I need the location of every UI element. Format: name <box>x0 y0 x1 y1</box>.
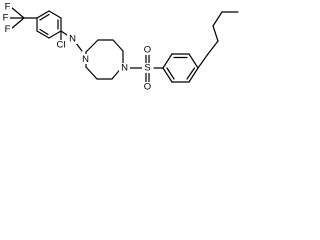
pyridine-nitrogen-label: N <box>69 34 76 45</box>
atom-labels: F F F N Cl N N S O O <box>1 2 153 93</box>
diazepane-nitrogen-label: N <box>82 54 89 65</box>
sulfonamide-nitrogen-label: N <box>121 63 128 74</box>
trifluoromethyl-group <box>9 6 38 30</box>
benzene-ring <box>162 53 199 83</box>
chlorine-label: Cl <box>57 40 66 51</box>
sulfonyl-oxygen-bonds <box>145 53 150 84</box>
pentyl-chain <box>197 11 239 69</box>
sulfur-label: S <box>144 63 150 74</box>
oxygen-label: O <box>144 45 151 56</box>
chemical-structure: F F F N Cl N N S O O <box>1 2 239 93</box>
diazepane-ring <box>85 39 124 80</box>
pyridine-ring <box>36 10 62 39</box>
oxygen-label: O <box>144 82 151 93</box>
fluorine-label: F <box>5 2 11 13</box>
fluorine-label: F <box>3 13 9 24</box>
fluorine-label: F <box>5 24 11 35</box>
